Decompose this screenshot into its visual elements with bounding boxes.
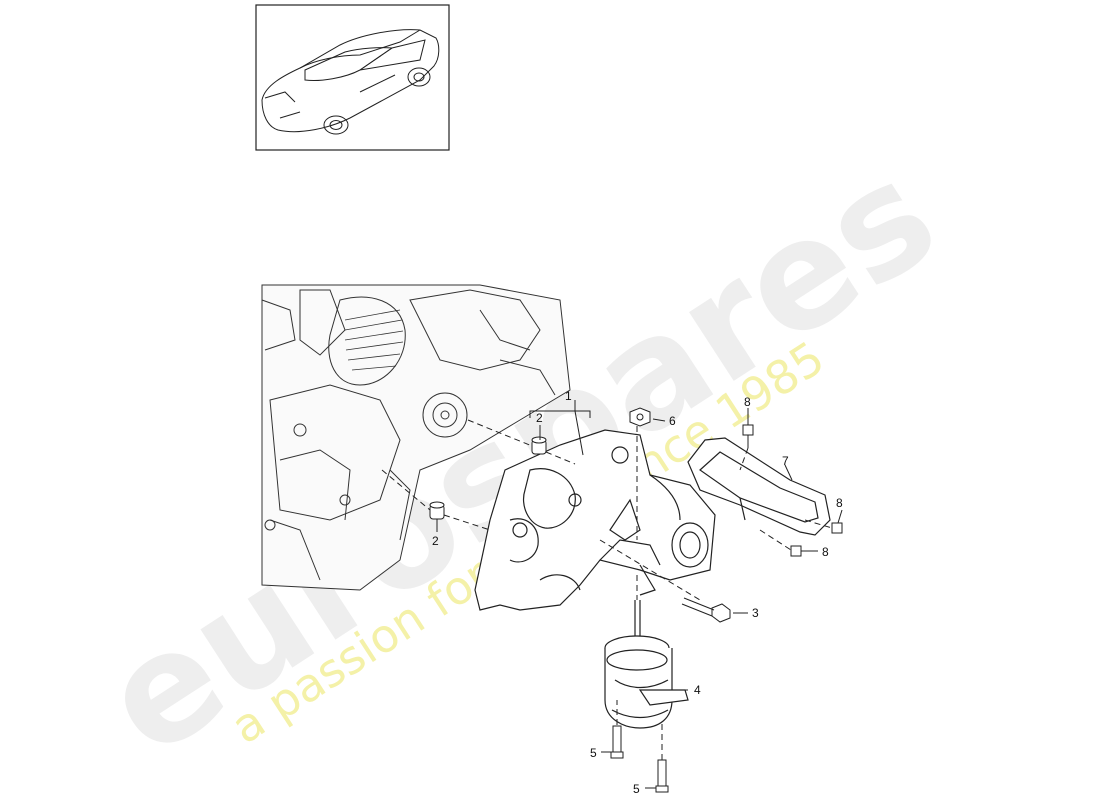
- car-icon: [261, 29, 440, 135]
- callout-2-lower: 2: [432, 534, 439, 548]
- callout-5-lower: 5: [633, 782, 640, 796]
- callout-labels: 1 2 2 3 4 5 5 6 7 8 8 8: [432, 389, 843, 796]
- callout-8-bottom: 8: [822, 545, 829, 559]
- callout-5-upper: 5: [590, 746, 597, 760]
- thumbnail-frame: [255, 4, 450, 151]
- engine-mount: [604, 600, 689, 729]
- nut: [629, 407, 651, 427]
- car-thumbnail: [255, 4, 450, 151]
- bolt-3: [681, 597, 731, 623]
- heat-shield: [687, 437, 831, 536]
- callout-8-top: 8: [744, 395, 751, 409]
- engine-mount-bracket: [474, 429, 716, 611]
- callout-leaders: [436, 400, 843, 789]
- callout-7: 7: [782, 454, 789, 468]
- engine-block: [261, 284, 571, 591]
- bolt-5-lower: [655, 759, 669, 793]
- callout-2-upper: 2: [536, 411, 543, 425]
- watermark-brand: eurospares: [75, 128, 965, 790]
- alignment-lines: [381, 419, 833, 760]
- screw-8-right: [831, 522, 843, 534]
- callout-3: 3: [752, 606, 759, 620]
- callout-4: 4: [694, 683, 701, 697]
- screw-8-top: [742, 424, 754, 448]
- watermark: eurospares a passion for parts since 198…: [75, 128, 965, 790]
- bolt-5-upper: [610, 725, 624, 759]
- callout-6: 6: [669, 414, 676, 428]
- bushing-upper: [531, 436, 547, 455]
- bushing-lower: [429, 501, 445, 520]
- callout-8-right: 8: [836, 496, 843, 510]
- screw-8-bottom: [790, 545, 802, 557]
- callout-1: 1: [565, 389, 572, 403]
